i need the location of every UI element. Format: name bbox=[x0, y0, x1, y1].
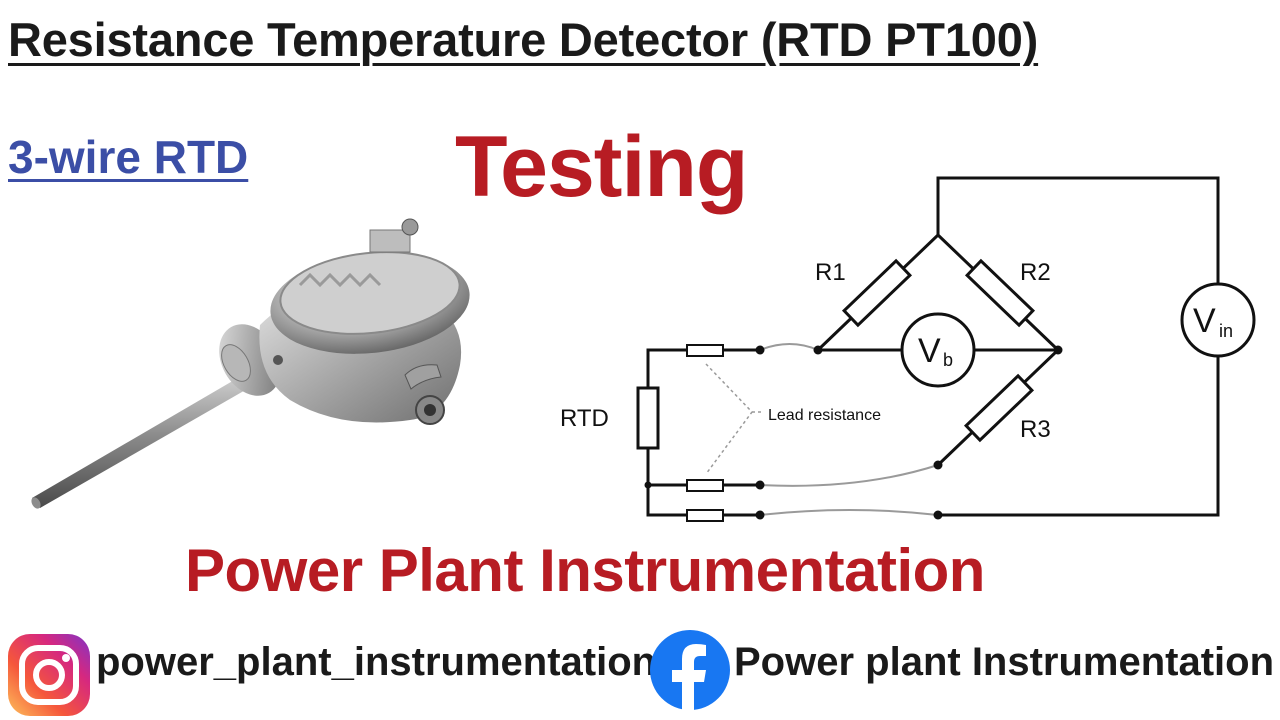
label-vin: V bbox=[1193, 302, 1216, 340]
page-title: Resistance Temperature Detector (RTD PT1… bbox=[8, 13, 1039, 66]
wheatstone-bridge-diagram: R1 R2 R3 RTD Lead resistance V b V in bbox=[560, 176, 1256, 522]
subtitle-3-wire-rtd: 3-wire RTD bbox=[8, 131, 249, 183]
instagram-icon[interactable] bbox=[6, 632, 92, 718]
rtd-resistor bbox=[636, 386, 660, 450]
label-vb: V bbox=[918, 332, 941, 370]
footer-title: Power Plant Instrumentation bbox=[185, 537, 985, 604]
label-r2: R2 bbox=[1020, 259, 1051, 286]
lead-resistor-bottom bbox=[686, 509, 724, 522]
rtd-sensor-photo bbox=[31, 218, 470, 509]
lead-resistor-top bbox=[686, 344, 724, 357]
label-vin-sub: in bbox=[1219, 321, 1233, 341]
label-r1: R1 bbox=[815, 259, 846, 286]
resistor-r2 bbox=[964, 258, 1036, 328]
resistor-r1 bbox=[841, 258, 913, 328]
lead-resistor-middle bbox=[686, 479, 724, 492]
label-r3: R3 bbox=[1020, 416, 1051, 443]
facebook-icon[interactable] bbox=[648, 628, 732, 712]
resistor-r3 bbox=[963, 373, 1035, 443]
facebook-page-name[interactable]: Power plant Instrumentation bbox=[734, 640, 1275, 684]
vin-meter bbox=[1180, 282, 1256, 358]
label-rtd: RTD bbox=[560, 405, 609, 432]
label-vb-sub: b bbox=[943, 350, 953, 370]
label-lead-resistance: Lead resistance bbox=[768, 407, 881, 424]
instagram-handle[interactable]: power_plant_instrumentation bbox=[96, 640, 657, 684]
vb-meter bbox=[900, 312, 976, 388]
supply-wire bbox=[936, 176, 1220, 290]
headline-testing: Testing bbox=[455, 119, 748, 215]
supply-return-wire bbox=[938, 350, 1220, 517]
